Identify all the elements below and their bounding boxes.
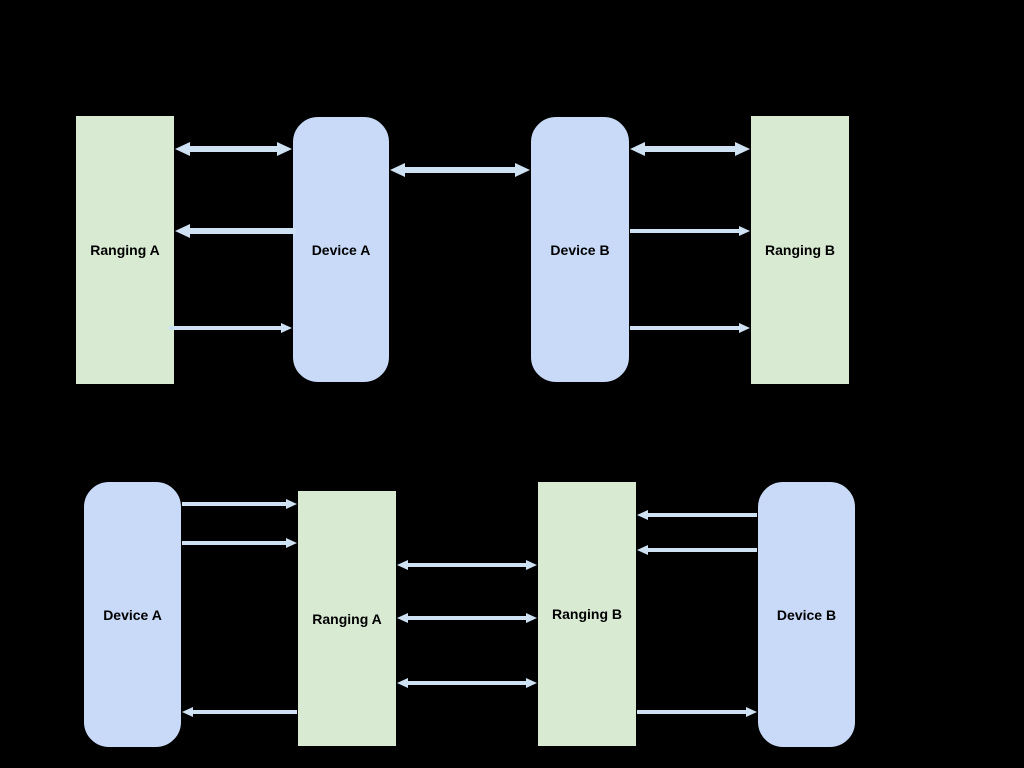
arrowhead-right-icon [277, 142, 292, 156]
arrowhead-right-icon [739, 323, 750, 333]
top-ranging-a-label: Ranging A [90, 242, 160, 258]
arrow-shaft [637, 710, 746, 714]
arrow-bottom-3-ranging-a-to-device-a [182, 707, 297, 717]
top-ranging-a-box: Ranging A [75, 115, 175, 385]
arrow-shaft [193, 710, 297, 714]
arrow-top-3-ranging-a-to-device-a [169, 323, 292, 333]
arrow-shaft [169, 326, 281, 330]
arrowhead-right-icon [286, 499, 297, 509]
arrow-shaft [630, 229, 739, 233]
arrowhead-left-icon [637, 510, 648, 520]
bottom-ranging-b-box: Ranging B [537, 481, 637, 747]
arrowhead-right-icon [746, 707, 757, 717]
bottom-ranging-b-label: Ranging B [552, 606, 622, 622]
arrowhead-right-icon [286, 538, 297, 548]
arrow-shaft [648, 513, 757, 517]
arrowhead-right-icon [739, 226, 750, 236]
arrowhead-left-icon [390, 163, 405, 177]
arrow-shaft [645, 146, 735, 152]
top-device-b-box: Device B [530, 116, 630, 383]
top-device-b-label: Device B [550, 241, 610, 258]
arrow-bottom-7-device-b-to-ranging-b [637, 510, 757, 520]
arrow-top-6-device-b-to-ranging-b [630, 226, 750, 236]
arrow-shaft [182, 541, 286, 545]
arrow-bottom-8-device-b-to-ranging-b [637, 545, 757, 555]
arrowhead-left-icon [630, 142, 645, 156]
arrowhead-left-icon [175, 224, 190, 238]
arrow-shaft [190, 228, 296, 234]
arrow-top-2-device-a-to-ranging-a [175, 224, 296, 238]
arrow-shaft [190, 146, 277, 152]
arrowhead-left-icon [397, 560, 408, 570]
arrow-bottom-5-ranging-a-to-ranging-b [397, 613, 537, 623]
top-ranging-b-box: Ranging B [750, 115, 850, 385]
top-device-a-label: Device A [311, 241, 371, 258]
arrowhead-right-icon [735, 142, 750, 156]
arrow-top-1-device-a-to-ranging-a [175, 142, 292, 156]
arrowhead-left-icon [182, 707, 193, 717]
arrow-top-4-device-a-to-device-b [390, 163, 530, 177]
arrow-bottom-1-device-a-to-ranging-a [182, 499, 297, 509]
arrow-bottom-9-ranging-b-to-device-b [637, 707, 757, 717]
bottom-device-b-label: Device B [776, 606, 837, 623]
arrow-top-7-device-b-to-ranging-b [630, 323, 750, 333]
arrowhead-right-icon [281, 323, 292, 333]
top-device-a-box: Device A [292, 116, 390, 383]
bottom-device-b-box: Device B [757, 481, 856, 748]
arrow-bottom-2-device-a-to-ranging-a [182, 538, 297, 548]
arrow-top-5-device-b-to-ranging-b [630, 142, 750, 156]
bottom-device-a-box: Device A [83, 481, 182, 748]
arrow-bottom-4-ranging-a-to-ranging-b [397, 560, 537, 570]
arrow-shaft [408, 681, 526, 685]
bottom-device-a-label: Device A [103, 606, 162, 623]
bottom-ranging-a-label: Ranging A [312, 610, 382, 627]
arrowhead-right-icon [515, 163, 530, 177]
arrow-shaft [405, 167, 515, 173]
arrowhead-left-icon [637, 545, 648, 555]
arrow-shaft [648, 548, 757, 552]
arrow-bottom-6-ranging-a-to-ranging-b [397, 678, 537, 688]
arrowhead-right-icon [526, 560, 537, 570]
arrow-shaft [630, 326, 739, 330]
arrowhead-left-icon [397, 678, 408, 688]
bottom-ranging-a-box: Ranging A [297, 490, 397, 747]
arrowhead-left-icon [397, 613, 408, 623]
arrow-shaft [408, 616, 526, 620]
arrowhead-right-icon [526, 678, 537, 688]
top-ranging-b-label: Ranging B [765, 242, 835, 258]
arrow-shaft [182, 502, 286, 506]
arrow-shaft [408, 563, 526, 567]
arrowhead-right-icon [526, 613, 537, 623]
arrowhead-left-icon [175, 142, 190, 156]
